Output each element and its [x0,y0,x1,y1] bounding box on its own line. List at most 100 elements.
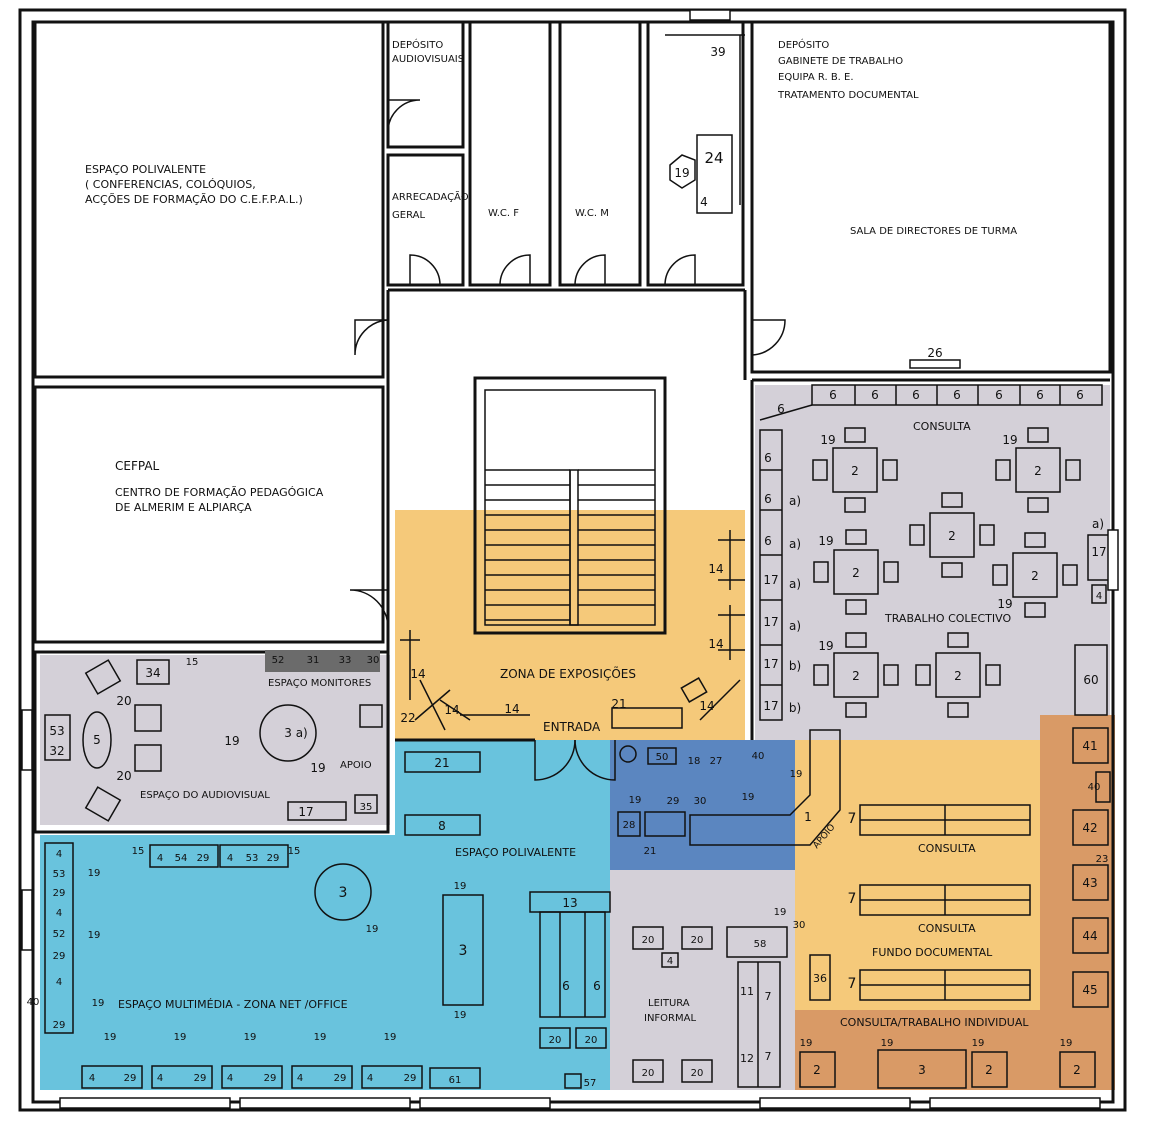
label-33: 33 [339,655,352,666]
shelf-6-l2: 6 [764,492,772,506]
label-19-av: 19 [224,734,239,748]
note-a-right: a) [1092,517,1104,531]
fd-7-c: 7 [848,976,857,992]
cefpal-line2: DE ALMERIM E ALPIARÇA [115,501,252,514]
li-20-d: 20 [691,1068,704,1079]
office-furniture: 39 24 4 19 26 [665,34,961,369]
table-label-2b: 2 [1034,464,1042,478]
mm-4-b: 4 [56,908,62,919]
label-32: 32 [49,744,64,758]
li-7-b: 7 [765,1050,772,1063]
shelf-6-l3: 6 [764,534,772,548]
leitura-line1: LEITURA [648,998,690,1009]
mm-3-round: 3 [339,885,348,901]
zone-multimedia-fill [40,835,610,1090]
fd-7-b: 7 [848,891,857,907]
arrecadacao-line2: GERAL [392,210,425,221]
label-1: 1 [804,810,812,824]
polyvalent-top-line3: ACÇÕES DE FORMAÇÃO DO C.E.F.P.A.L.) [85,193,303,206]
label-44: 44 [1082,929,1097,943]
table-label-2f: 2 [852,669,860,683]
label-21-apoio: 21 [644,846,657,857]
label-17-av: 17 [298,805,313,819]
panel-14-e: 14 [504,702,519,716]
consulta-top-label: CONSULTA [913,420,971,433]
mm-4-g: 4 [157,1073,163,1084]
table-2-c [909,492,995,578]
mm-4-c: 4 [56,977,62,988]
mm-53-b: 53 [246,853,259,864]
mm-4-f: 4 [89,1073,95,1084]
label-35: 35 [360,802,373,813]
label-8: 8 [438,819,446,833]
label-42: 42 [1082,821,1097,835]
mm-4-j: 4 [367,1073,373,1084]
mm-29-j: 29 [404,1073,417,1084]
li-30: 30 [793,920,806,931]
panel-14-d: 14 [444,703,459,717]
note-a-2: a) [789,537,801,551]
table-2-g [915,632,1001,718]
mm-4-h: 4 [227,1073,233,1084]
ind-3: 3 [918,1063,926,1077]
label-21-pol: 21 [434,756,449,770]
mm-29-b: 29 [53,951,66,962]
table-2-b [995,427,1081,513]
label-19-av-2: 19 [310,761,325,775]
note-b-2: b) [789,701,801,715]
cefpal-title: CEFPAL [115,459,160,473]
deposito-top-line4: TRATAMENTO DOCUMENTAL [777,90,919,101]
directores-label: SALA DE DIRECTORES DE TURMA [850,226,1017,237]
polivalente-mid-label: ESPAÇO POLIVALENTE [455,846,576,859]
panel-14-b: 14 [708,637,723,651]
mm-19-long-bottom: 19 [454,1010,467,1021]
zone-consulta-fill [795,740,1045,1015]
mm-29-e: 29 [267,853,280,864]
right-desks: 41 40 42 23 43 44 45 [1072,727,1111,1008]
ind-2-a: 2 [813,1063,821,1077]
label-31: 31 [307,655,320,666]
label-5: 5 [93,733,101,747]
panel-14-a: 14 [708,562,723,576]
label-19-office: 19 [674,166,689,180]
li-4: 4 [667,956,673,967]
mm-19-round: 19 [366,924,379,935]
mm-15-a: 15 [132,846,145,857]
label-11: 11 [740,985,754,998]
deposito-top-line2: GABINETE DE TRABALHO [778,56,903,67]
room-labels: ESPAÇO POLIVALENTE ( CONFERENCIAS, COLÓQ… [85,38,1029,1029]
chair-19-b: 19 [1002,433,1017,447]
consulta-1-label: CONSULTA [918,842,976,855]
label-17-right: 17 [1091,545,1106,559]
mm-29-g: 29 [194,1073,207,1084]
individual-desks: 2 19 3 19 2 19 2 19 [799,1038,1096,1089]
label-26: 26 [927,346,942,360]
shelf-6-7: 6 [1076,388,1084,402]
mm-54: 54 [175,853,188,864]
label-23: 23 [1096,854,1109,865]
mm-19-e: 19 [174,1032,187,1043]
label-45: 45 [1082,983,1097,997]
fundo-furniture: 7 7 7 [848,804,1031,1001]
label-58: 58 [754,939,767,950]
deposito-av-line2: AUDIOVISUAIS [392,54,464,65]
apoio-desk: 1 APOIO 50 18 27 40 19 19 19 29 30 28 21 [617,729,841,857]
mm-19-g: 19 [314,1032,327,1043]
mm-15-b: 15 [288,846,301,857]
label-15-av: 15 [186,657,199,668]
chair-19-e: 19 [997,597,1012,611]
mm-29-f: 29 [124,1073,137,1084]
label-60: 60 [1083,673,1098,687]
label-52: 52 [272,655,285,666]
mm-29-i: 29 [334,1073,347,1084]
top-shelf-labels: 6 6 6 6 6 6 6 [829,388,1084,402]
audiovisual-label: ESPAÇO DO AUDIOVISUAL [140,790,270,801]
zone-leitura-fill [610,870,805,1090]
zona-exposicoes-label: ZONA DE EXPOSIÇÕES [500,666,636,681]
li-7-a: 7 [765,990,772,1003]
label-40: 40 [752,751,765,762]
label-19-apoio-1: 19 [629,795,642,806]
label-24: 24 [704,149,723,167]
mm-19-a: 19 [88,868,101,879]
ind-2-c: 2 [1073,1063,1081,1077]
